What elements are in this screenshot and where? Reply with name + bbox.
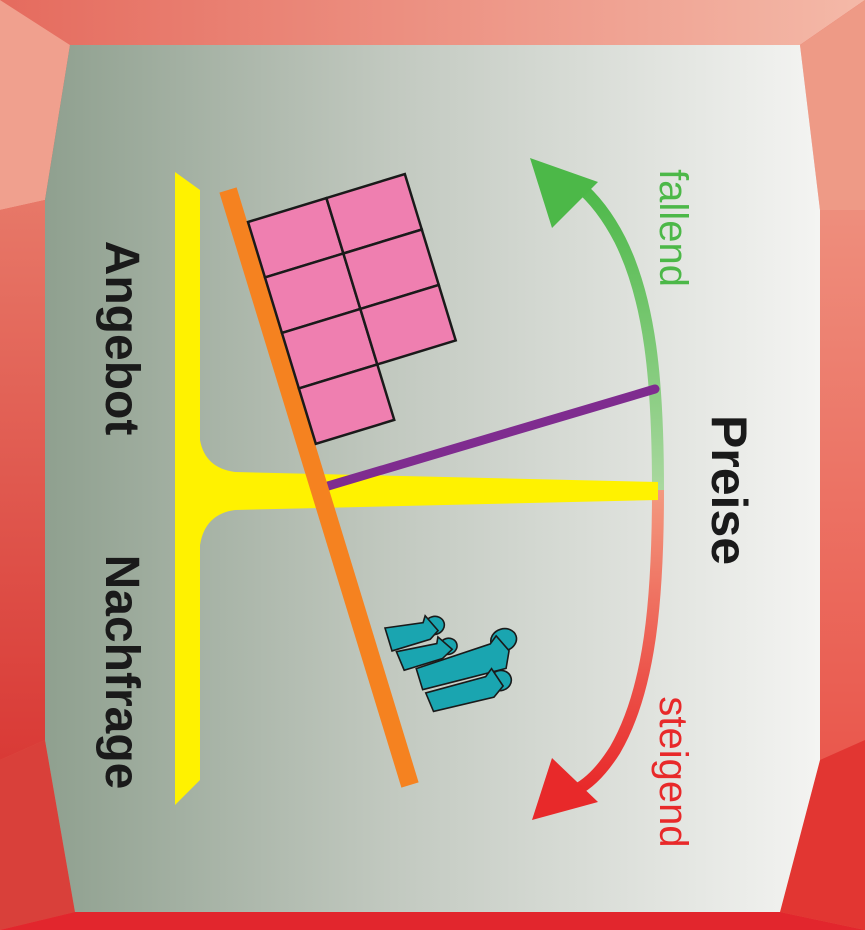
price-label: Preise bbox=[701, 415, 757, 565]
falling-arc bbox=[574, 180, 664, 491]
price-arc bbox=[530, 158, 664, 820]
rising-arrowhead bbox=[532, 758, 598, 820]
scale-beam bbox=[219, 187, 419, 788]
falling-label: fallend bbox=[651, 169, 695, 287]
price-pointer bbox=[323, 384, 660, 491]
scale-stand bbox=[175, 172, 658, 805]
rising-arc bbox=[573, 489, 664, 796]
falling-arrowhead bbox=[530, 158, 598, 228]
people-group-icon bbox=[383, 614, 518, 713]
demand-label: Nachfrage bbox=[95, 555, 148, 790]
rising-label: steigend bbox=[651, 696, 695, 847]
supply-label: Angebot bbox=[95, 241, 148, 436]
goods-stack-icon bbox=[246, 172, 458, 446]
